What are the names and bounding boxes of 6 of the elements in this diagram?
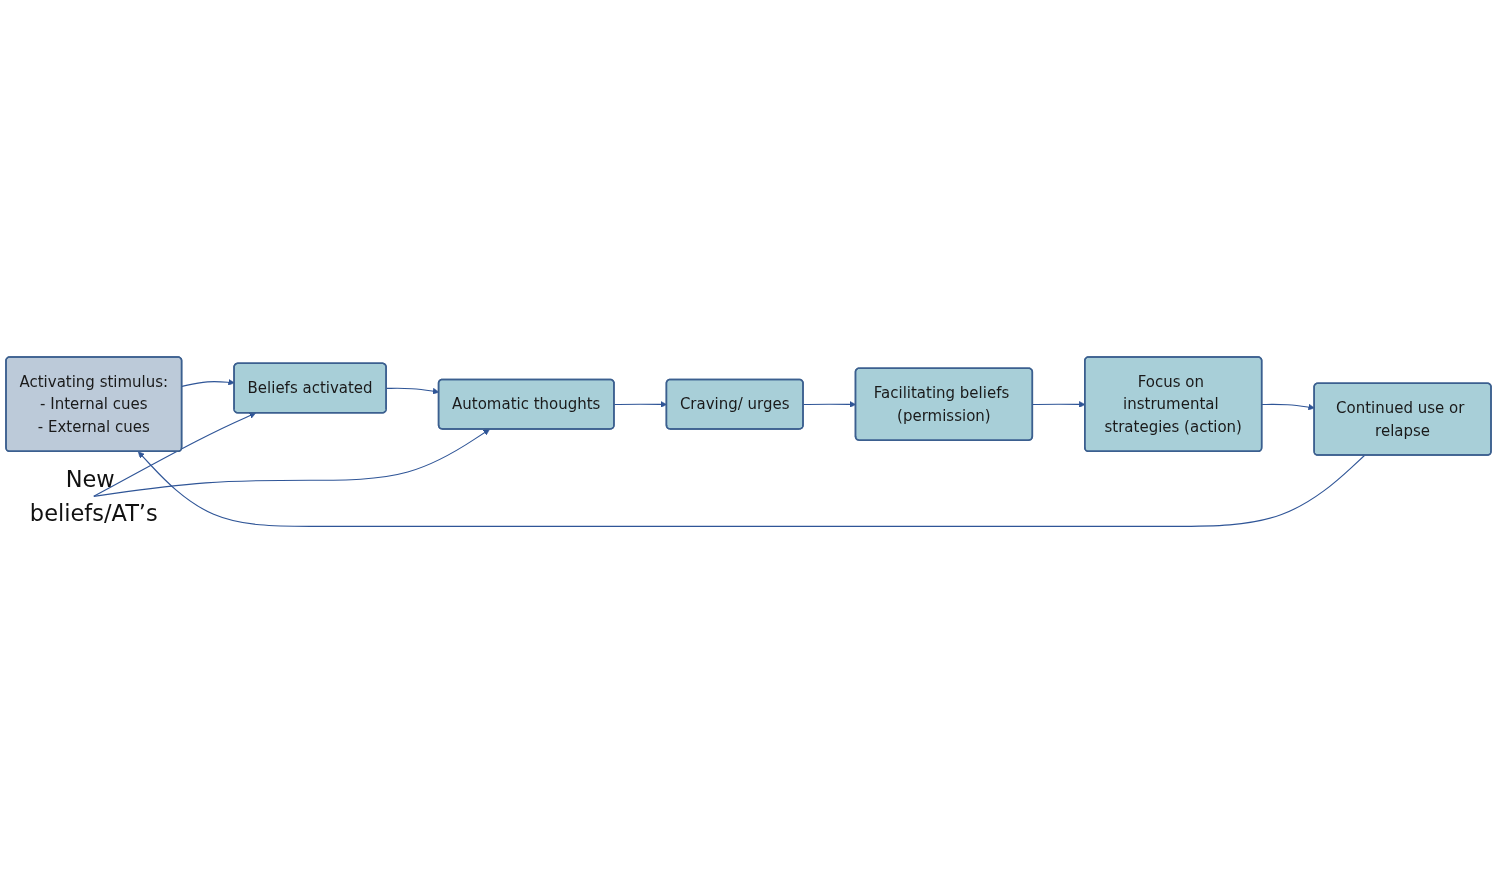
arrow bbox=[181, 379, 235, 387]
node-text: New beliefs/AT’s bbox=[29, 466, 158, 527]
arrow bbox=[1261, 403, 1315, 411]
arrow bbox=[93, 412, 256, 497]
arrow bbox=[137, 451, 1365, 527]
arrow bbox=[93, 428, 490, 497]
